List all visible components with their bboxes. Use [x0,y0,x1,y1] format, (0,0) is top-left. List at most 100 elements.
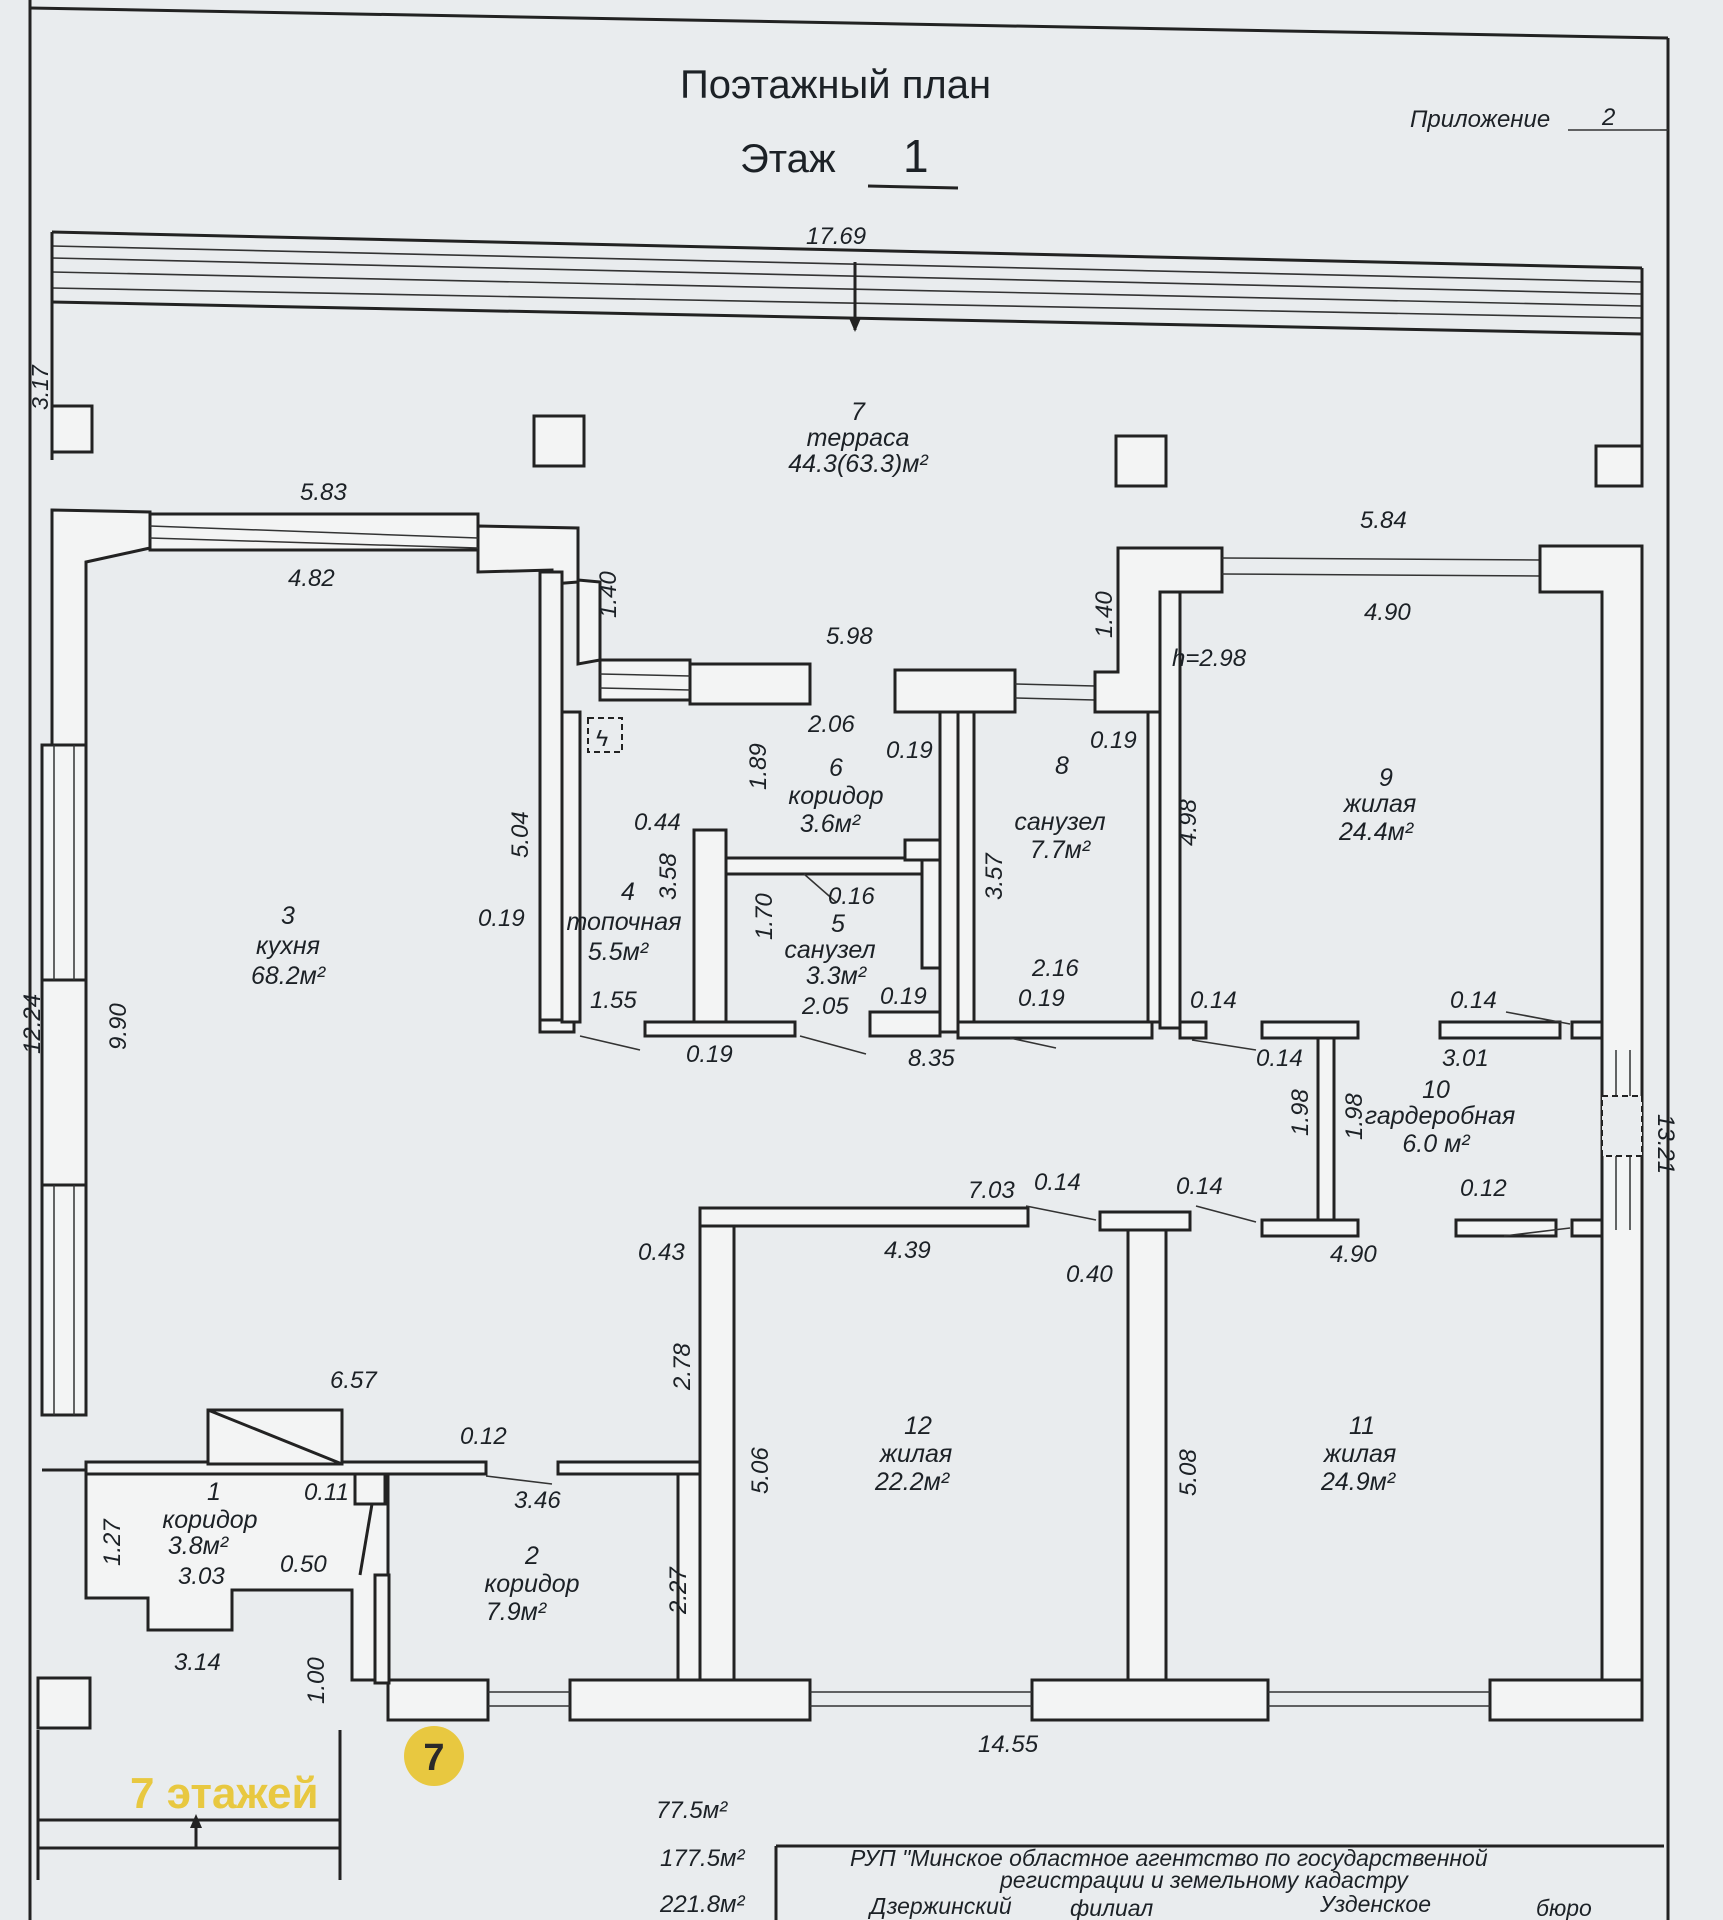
room-7-area: 44.3(63.3)м² [788,450,929,478]
dimension-label: 1.89 [745,743,772,790]
room-3-area: 68.2м² [251,962,327,990]
dimension-label: 2.78 [669,1343,696,1391]
dim-3-17: 3.17 [27,364,53,410]
room-2-number: 2 [524,1542,539,1570]
door-lines [485,873,1571,1485]
room-2-name: коридор [484,1570,579,1598]
dimension-label: 4.39 [884,1237,931,1264]
dimension-label: 4.90 [1364,599,1411,626]
total-1: 77.5м² [656,1797,728,1824]
dimension-label: 0.40 [1066,1261,1113,1288]
room-7-number: 7 [851,398,866,426]
room-3-name: кухня [256,932,320,960]
dimension-label: 0.19 [1018,985,1065,1012]
stamp-line-1: РУП "Минское областное агентство по госу… [850,1845,1488,1871]
watermark-badge: 7 [423,1737,444,1779]
room-6-name: коридор [788,782,883,810]
dimension-label: 2.06 [807,711,855,738]
dimension-label: 5.98 [826,623,873,650]
dimension-label: 0.11 [304,1479,349,1506]
room-11-area: 24.9м² [1320,1468,1397,1496]
dimension-label: 1.40 [595,571,622,618]
room-8-name: санузел [1014,808,1105,836]
room-5-area: 3.3м² [806,962,868,990]
dimension-label: 0.14 [1034,1169,1081,1196]
dimension-label: 0.19 [886,737,933,764]
room-1-name: коридор [162,1506,257,1534]
dimension-label: 3.57 [981,852,1008,900]
dimension-label: 0.43 [638,1239,685,1266]
dimension-label: 3.46 [514,1487,561,1514]
dimension-label: 0.12 [1460,1175,1507,1202]
room-3-number: 3 [281,902,295,930]
room-10-area: 6.0 м² [1402,1130,1471,1158]
dimension-label: 5.04 [507,811,534,858]
room-12-name: жилая [879,1440,952,1468]
dimension-label: 2.27 [665,1566,692,1615]
dimension-label: 12.24 [19,994,46,1054]
stamp-line-3d: бюро [1536,1895,1592,1920]
room-7-name: терраса [807,424,910,452]
dimension-label: 4.98 [1175,799,1202,846]
floor-number: 1 [903,130,929,182]
room-11-name: жилая [1323,1440,1396,1468]
dimension-label: 5.83 [300,479,347,506]
dimension-label: 8.35 [908,1045,955,1072]
room-6-area: 3.6м² [800,810,862,838]
dimension-label: 0.12 [460,1423,507,1450]
dimension-label: 1.40 [1091,591,1118,638]
dimension-label: 0.19 [478,905,525,932]
dimension-label: 2.05 [801,993,849,1020]
column [50,404,94,454]
room-6-number: 6 [829,754,843,782]
total-3: 221.8м² [659,1891,746,1918]
dimension-label: 0.14 [1190,987,1237,1014]
room-5-name: санузел [784,936,875,964]
column [1594,444,1644,488]
room-8-area: 7.7м² [1030,836,1092,864]
stamp: РУП "Минское областное агентство по госу… [774,1844,1664,1920]
dimension-label: 3.01 [1442,1045,1489,1072]
svg-text:ϟ: ϟ [596,725,608,751]
room-9-number: 9 [1379,764,1393,792]
dimension-label: 4.90 [1330,1241,1377,1268]
interior-walls: ϟ [84,590,1643,1682]
dimension-label: 0.16 [828,883,875,910]
stamp-line-3b: филиал [1070,1895,1153,1920]
room-5-number: 5 [831,910,845,938]
dimension-label: 1.98 [1287,1089,1314,1136]
room-12-number: 12 [904,1412,932,1440]
appendix-label: Приложение [1410,106,1550,133]
dimension-label: 0.19 [1090,727,1137,754]
dimension-label: 0.14 [1450,987,1497,1014]
dimension-label: 3.03 [178,1563,225,1590]
room-12-area: 22.2м² [874,1468,951,1496]
dimension-label: 0.19 [880,983,927,1010]
dimension-label: 3.58 [655,853,682,900]
dimension-label: 3.14 [174,1649,221,1676]
dimension-label: 4.82 [288,565,335,592]
room-4-name: топочная [567,908,682,936]
dimension-label: 6.57 [330,1367,378,1394]
dimension-label: 14.55 [978,1731,1039,1758]
room-4-area: 5.5м² [588,938,650,966]
room-labels: 3 кухня 68.2м² 6 коридор 3.6м² 4 топочна… [162,752,1515,1626]
room-2-area: 7.9м² [486,1598,548,1626]
dimension-label: h=2.98 [1172,645,1247,672]
total-2: 177.5м² [660,1845,746,1872]
dimension-label: 0.14 [1256,1045,1303,1072]
dim-17-69: 17.69 [806,223,866,250]
dimension-label: 5.06 [747,1447,774,1494]
room-1-area: 3.8м² [168,1532,230,1560]
dimension-label: 1.70 [751,893,778,940]
dimension-label: 1.00 [303,1657,330,1704]
appendix-number: 2 [1601,104,1615,131]
dimension-labels: 5.83 4.82 1.40 5.98 5.84 1.40 4.90 h=2.9… [19,479,1679,1758]
dimension-label: 7.03 [968,1177,1015,1204]
dimension-label: 2.16 [1031,955,1079,982]
room-1-number: 1 [207,1478,221,1506]
stamp-line-2: регистрации и земельному кадастру [999,1867,1409,1893]
room-4-number: 4 [621,878,635,906]
dimension-label: 9.90 [105,1003,132,1050]
